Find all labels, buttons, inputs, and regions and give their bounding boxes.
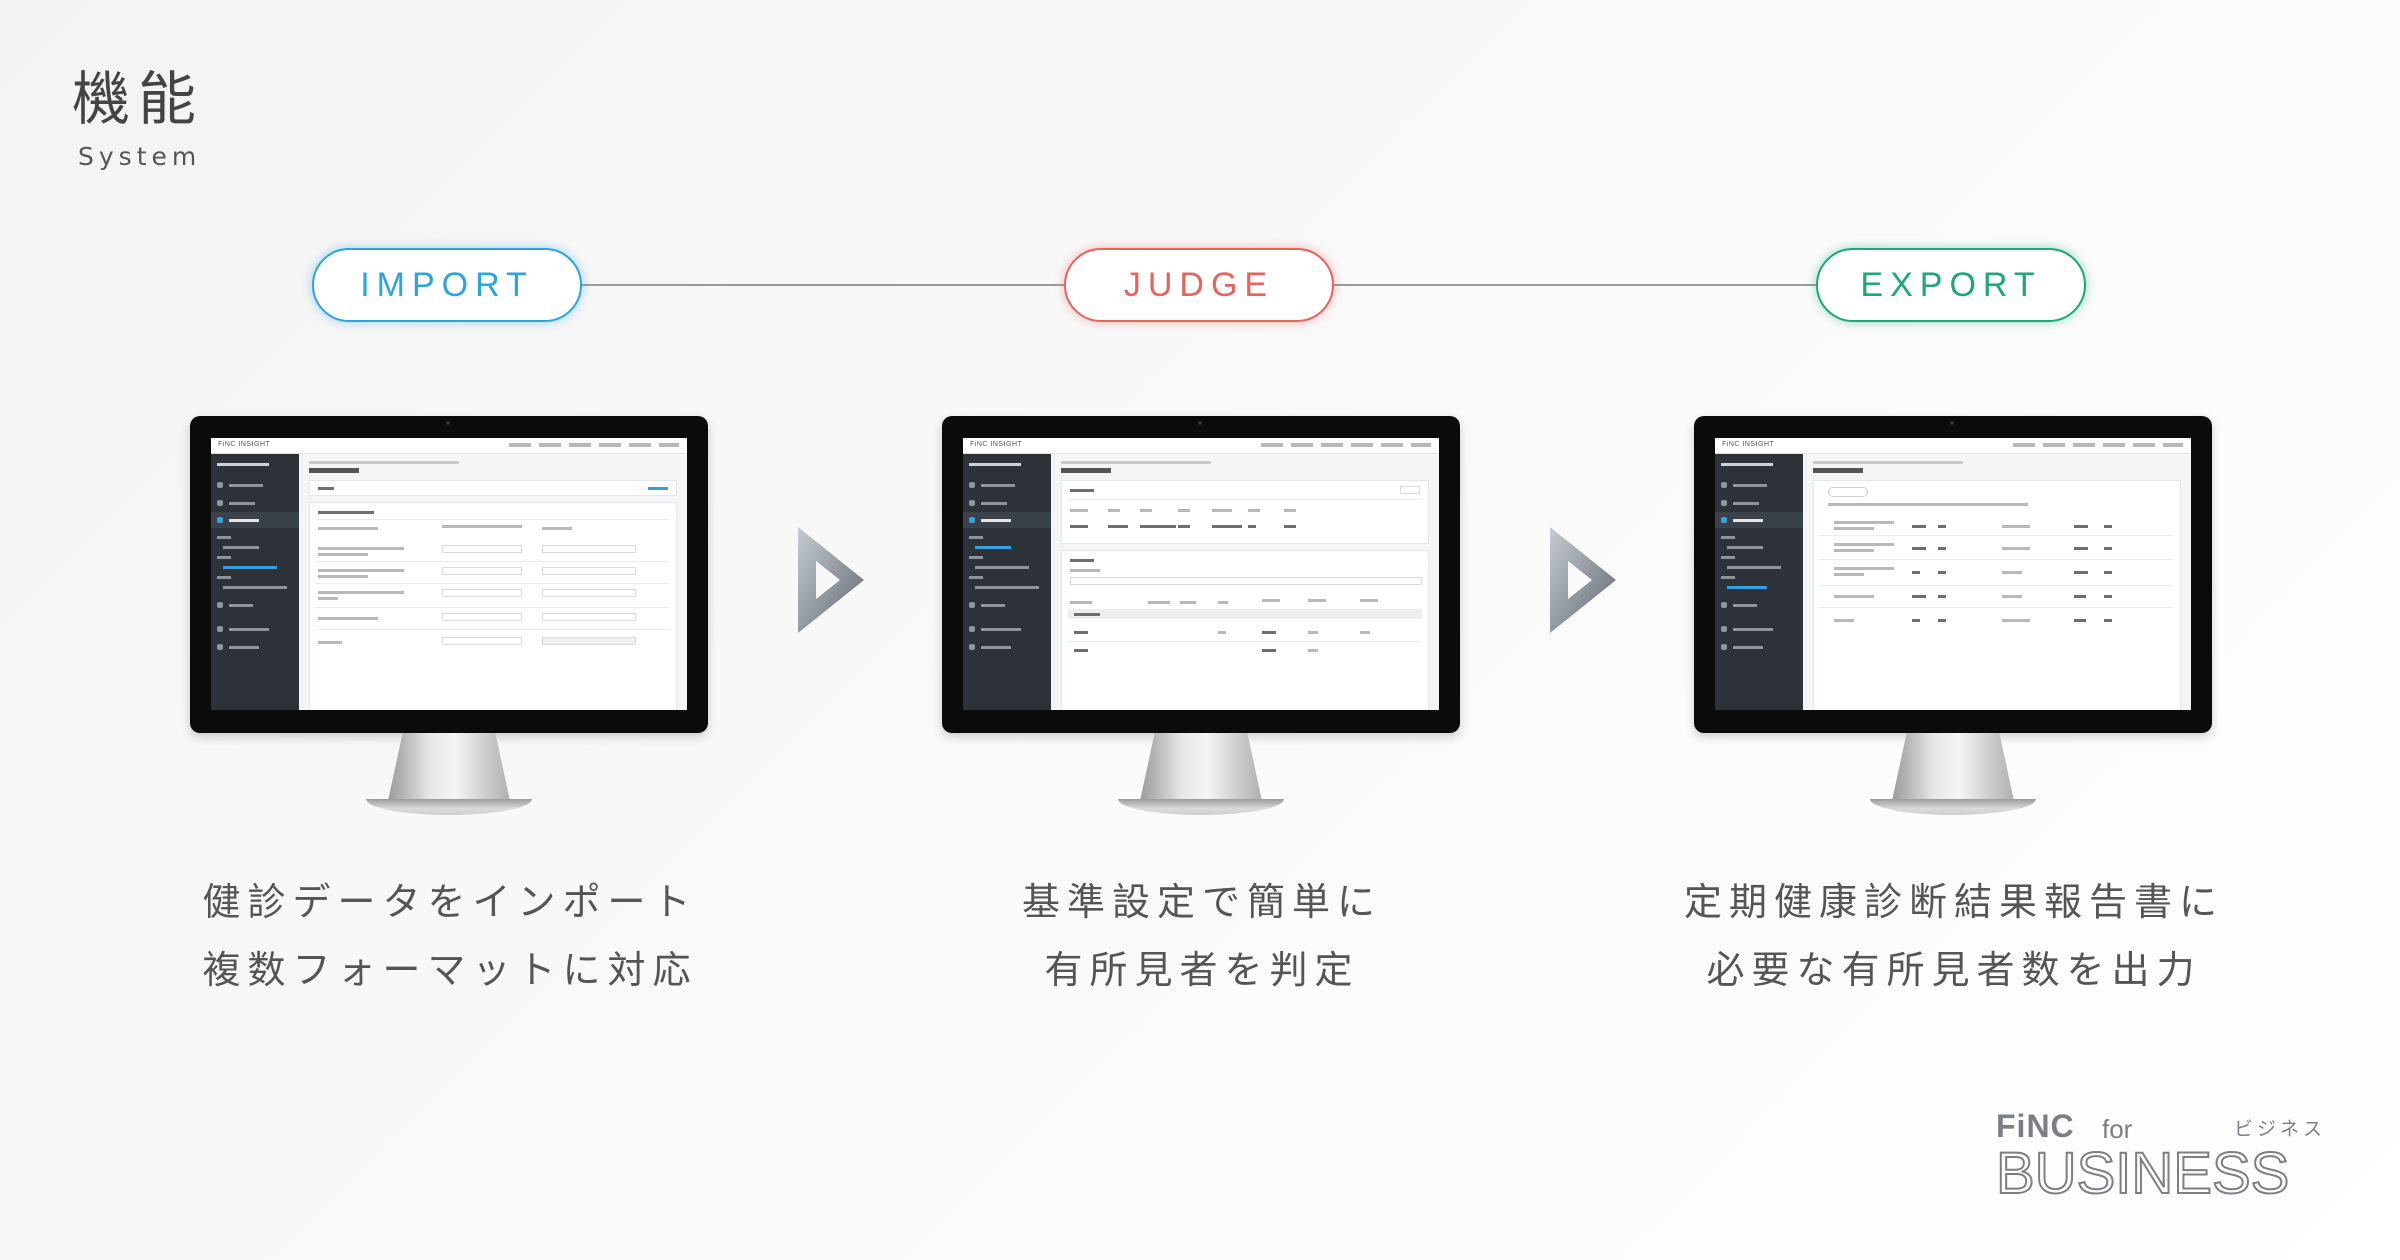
brand-logo: FiNC for ビジネス BUSINESS (1995, 1106, 2336, 1206)
page-subtitle: System (78, 142, 202, 171)
description-line: 有所見者を判定 (1044, 948, 1360, 992)
description-line: 必要な有所見者数を出力 (1706, 948, 2202, 992)
judge-pill: JUDGE (1064, 248, 1334, 322)
arrow-right-icon (1550, 527, 1616, 633)
judge-monitor: FiNC INSIGHT (942, 416, 1460, 816)
import-description: 健診データをインポート 複数フォーマットに対応 (130, 868, 770, 1004)
export-screen: FiNC INSIGHT (1715, 438, 2191, 710)
judge-description: 基準設定で簡単に 有所見者を判定 (882, 868, 1522, 1004)
description-line: 複数フォーマットに対応 (202, 948, 698, 992)
description-line: 健診データをインポート (202, 880, 698, 924)
judge-screen: FiNC INSIGHT (963, 438, 1439, 710)
arrow-right-icon (798, 527, 864, 633)
brand-for: for (2102, 1114, 2133, 1144)
export-pill: EXPORT (1816, 248, 2086, 322)
brand-kana: ビジネス (2233, 1118, 2326, 1140)
import-screen: FiNC INSIGHT (211, 438, 687, 710)
description-line: 基準設定で簡単に (1021, 880, 1382, 924)
import-monitor: FiNC INSIGHT (190, 416, 708, 816)
import-pill: IMPORT (312, 248, 582, 322)
page-title: 機能 (72, 65, 205, 133)
brand-name: FiNC (1996, 1108, 2075, 1144)
description-line: 定期健康診断結果報告書に (1683, 880, 2224, 924)
app-logo: FiNC INSIGHT (970, 441, 1023, 448)
export-monitor: FiNC INSIGHT (1694, 416, 2212, 816)
app-logo: FiNC INSIGHT (218, 441, 271, 448)
app-logo: FiNC INSIGHT (1722, 441, 1775, 448)
export-description: 定期健康診断結果報告書に 必要な有所見者数を出力 (1634, 868, 2274, 1004)
brand-business: BUSINESS (1995, 1141, 2290, 1206)
